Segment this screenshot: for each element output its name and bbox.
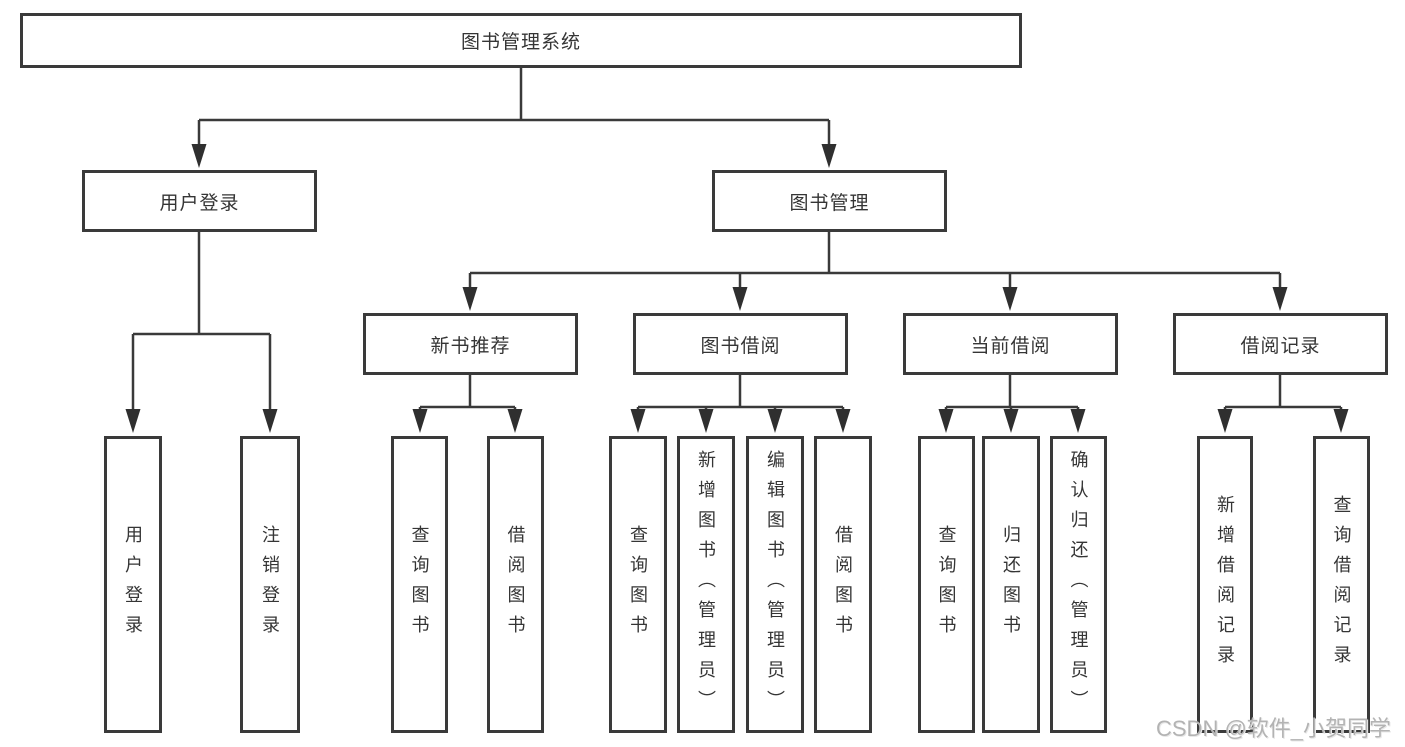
node-borrowing-records: 借阅记录	[1173, 313, 1388, 375]
node-book-borrowing: 图书借阅	[633, 313, 848, 375]
node-user-login: 用户登录	[82, 170, 317, 232]
leaf-return-books: 归还图书	[982, 436, 1040, 733]
node-label: 查询图书	[628, 524, 648, 645]
leaf-borrow-books-borrowing: 借阅图书	[814, 436, 872, 733]
node-label: 用户登录	[159, 192, 240, 214]
node-label: 查询借阅记录	[1331, 494, 1352, 675]
node-label: 当前借阅	[970, 335, 1051, 357]
node-label: 用户登录	[123, 524, 143, 645]
leaf-confirm-return-admin: 确认归还（管理员）	[1050, 436, 1107, 733]
leaf-logout-login: 注销登录	[240, 436, 300, 733]
node-label: 借阅记录	[1240, 335, 1321, 357]
leaf-user-login: 用户登录	[104, 436, 162, 733]
node-book-management: 图书管理	[712, 170, 947, 232]
node-current-borrowing: 当前借阅	[903, 313, 1118, 375]
node-label: 归还图书	[1001, 524, 1021, 645]
leaf-query-books-current: 查询图书	[918, 436, 975, 733]
watermark-text: CSDN @软件_小贺同学	[1156, 716, 1392, 741]
leaf-edit-book-admin: 编辑图书（管理员）	[746, 436, 804, 733]
node-label: 新书推荐	[430, 335, 511, 357]
node-label: 查询图书	[936, 524, 957, 645]
node-label: 编辑图书（管理员）	[765, 449, 785, 720]
node-label: 图书管理系统	[460, 32, 581, 53]
node-label: 借阅图书	[833, 524, 853, 645]
leaf-add-book-admin: 新增图书（管理员）	[677, 436, 735, 733]
node-label: 确认归还（管理员）	[1068, 449, 1089, 720]
leaf-borrow-books-newbook: 借阅图书	[487, 436, 544, 733]
leaf-query-books-borrowing: 查询图书	[609, 436, 667, 733]
node-label: 图书管理	[789, 192, 870, 214]
node-label: 借阅图书	[505, 524, 526, 645]
node-label: 图书借阅	[700, 335, 781, 357]
node-new-book-recommendation: 新书推荐	[363, 313, 578, 375]
node-label: 新增借阅记录	[1215, 494, 1235, 675]
leaf-query-books-newbook: 查询图书	[391, 436, 448, 733]
node-library-management-system: 图书管理系统	[20, 13, 1022, 68]
leaf-query-borrow-record: 查询借阅记录	[1313, 436, 1370, 733]
node-label: 查询图书	[409, 524, 430, 645]
node-label: 注销登录	[260, 524, 280, 645]
node-label: 新增图书（管理员）	[696, 449, 716, 720]
leaf-add-borrow-record: 新增借阅记录	[1197, 436, 1253, 733]
